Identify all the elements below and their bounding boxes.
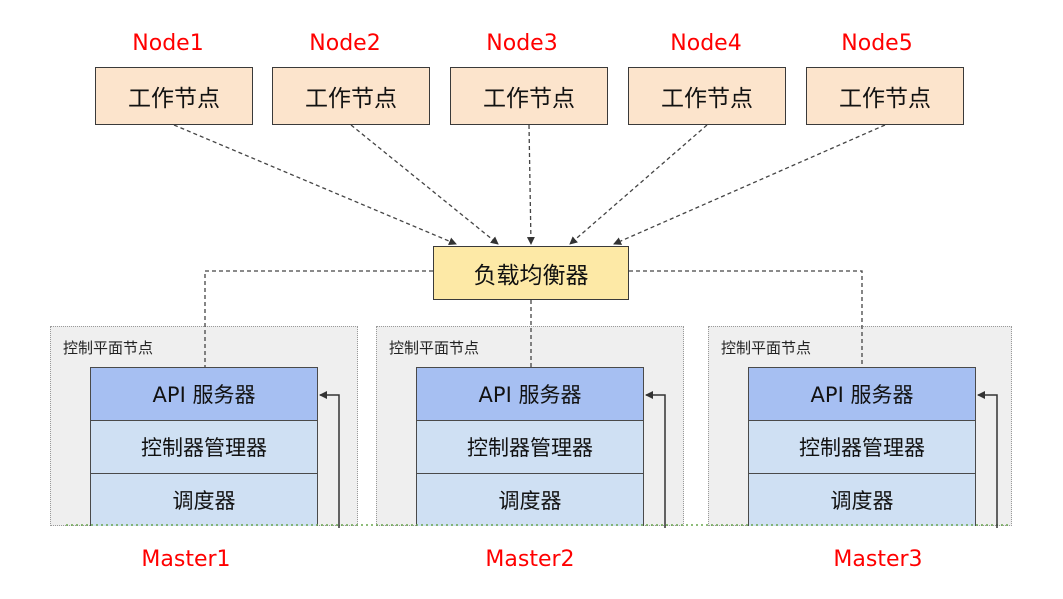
scheduler-box-3: 调度器 — [748, 473, 976, 526]
node3-to-lb-arrow — [526, 124, 535, 245]
node5-to-lb-arrow — [613, 124, 886, 245]
node-label-4: Node4 — [670, 31, 742, 56]
master-label-1: Master1 — [141, 547, 231, 572]
control-plane-title: 控制平面节点 — [389, 339, 480, 357]
controller-manager-box-2: 控制器管理器 — [416, 420, 644, 474]
worker-node-box-5: 工作节点 — [806, 67, 964, 125]
api-server-box-2: API 服务器 — [416, 367, 644, 421]
master-label-3: Master3 — [833, 547, 923, 572]
node-label-2: Node2 — [309, 31, 381, 56]
api-server-box-1: API 服务器 — [90, 367, 318, 421]
node-label-5: Node5 — [841, 31, 913, 56]
node-label-3: Node3 — [486, 31, 558, 56]
master-label-2: Master2 — [485, 547, 575, 572]
scheduler-box-2: 调度器 — [416, 473, 644, 526]
load-balancer-box: 负载均衡器 — [433, 246, 629, 300]
node-label-1: Node1 — [132, 31, 204, 56]
node4-to-lb-arrow — [569, 124, 708, 245]
worker-node-box-2: 工作节点 — [272, 67, 430, 125]
worker-node-box-3: 工作节点 — [450, 67, 608, 125]
worker-node-box-4: 工作节点 — [628, 67, 786, 125]
worker-node-box-1: 工作节点 — [95, 67, 253, 125]
controller-manager-box-3: 控制器管理器 — [748, 420, 976, 474]
node1-to-lb-arrow — [173, 124, 457, 245]
control-plane-title: 控制平面节点 — [721, 339, 812, 357]
node2-to-lb-arrow — [350, 124, 499, 245]
api-server-box-3: API 服务器 — [748, 367, 976, 421]
control-plane-title: 控制平面节点 — [63, 339, 154, 357]
controller-manager-box-1: 控制器管理器 — [90, 420, 318, 474]
scheduler-box-1: 调度器 — [90, 473, 318, 526]
